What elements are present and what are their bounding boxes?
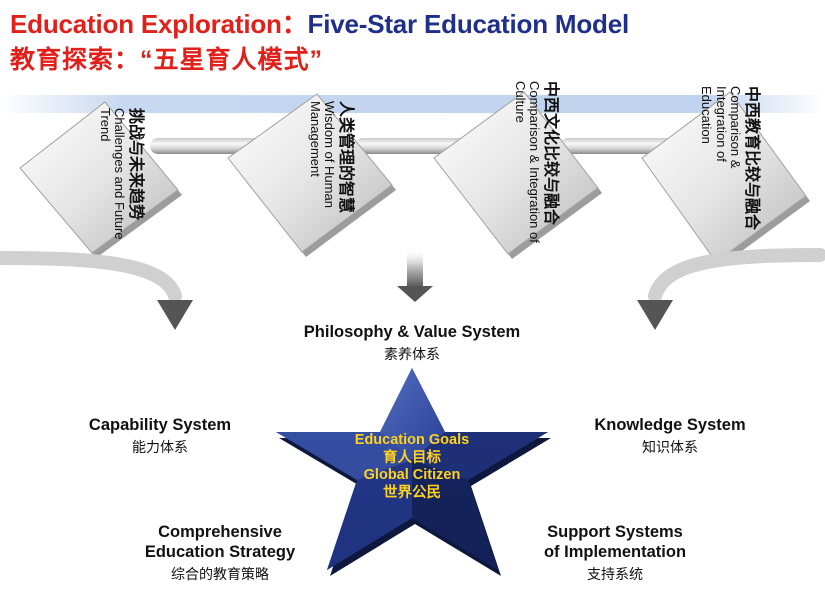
strategy-en-1: Comprehensive bbox=[158, 523, 282, 541]
strategy-label: Comprehensive Education Strategy 综合的教育策略 bbox=[100, 523, 340, 584]
arrow-shaft-center bbox=[407, 248, 423, 288]
strategy-en-2: Education Strategy bbox=[144, 542, 296, 561]
card-1-en: Challenges and Future Trend bbox=[97, 108, 128, 240]
card-1-text: 挑战与未来趋势 Challenges and Future Trend bbox=[84, 108, 144, 268]
card-4-en: Comparison & Integration of Education bbox=[699, 86, 744, 169]
strategy-cn: 综合的教育策略 bbox=[171, 565, 269, 582]
band bbox=[0, 95, 825, 113]
goal-cn: 育人目标 bbox=[383, 449, 441, 466]
card-3 bbox=[433, 91, 602, 259]
card-2-cn: 人类管理的智慧 bbox=[337, 101, 354, 214]
card-3-en: Comparison & Integration of Culture bbox=[512, 81, 543, 243]
card-1-cn: 挑战与未来趋势 bbox=[127, 108, 144, 221]
card-3-cn: 中西文化比较与融合 bbox=[542, 81, 559, 226]
knowledge-cn: 知识体系 bbox=[642, 438, 698, 455]
card-4-cn: 中西教育比较与融合 bbox=[743, 86, 760, 231]
card-4 bbox=[641, 91, 810, 267]
page-title-chinese: 教育探索：“五星育人模式” bbox=[10, 46, 324, 74]
citizen-en: Global Citizen bbox=[363, 467, 461, 484]
support-en-1: Support Systems bbox=[547, 523, 683, 541]
arrow-head-right bbox=[637, 300, 673, 330]
title-part-1: Education Exploration： bbox=[10, 9, 308, 39]
capability-label: Capability System 能力体系 bbox=[50, 416, 270, 457]
card-1 bbox=[19, 101, 182, 258]
card-2-text: 人类管理的智慧 Wisdom of Human Management bbox=[288, 101, 354, 261]
citizen-cn: 世界公民 bbox=[383, 485, 441, 502]
philosophy-en: Philosophy & Value System bbox=[303, 323, 521, 341]
title-part-2: Five-Star Education Model bbox=[307, 9, 630, 39]
card-2 bbox=[227, 93, 396, 257]
education-goals: Education Goals 育人目标 Global Citizen 世界公民 bbox=[312, 432, 512, 503]
page-title: Education Exploration：Five-Star Educatio… bbox=[10, 4, 629, 41]
knowledge-label: Knowledge System 知识体系 bbox=[560, 416, 780, 457]
support-label: Support Systems of Implementation 支持系统 bbox=[500, 523, 730, 584]
philosophy-cn: 素养体系 bbox=[384, 345, 440, 362]
card-4-text: 中西教育比较与融合 Comparison & Integration of Ed… bbox=[676, 86, 760, 282]
support-cn: 支持系统 bbox=[587, 565, 643, 582]
arrow-head-center bbox=[397, 286, 433, 302]
curved-arrow-left bbox=[0, 251, 182, 303]
card-2-en: Wisdom of Human Management bbox=[307, 101, 338, 208]
capability-cn: 能力体系 bbox=[132, 438, 188, 455]
goal-en: Education Goals bbox=[354, 432, 470, 448]
support-en-2: of Implementation bbox=[543, 542, 687, 561]
arrow-head-left bbox=[157, 300, 193, 330]
card-3-text: 中西文化比较与融合 Comparison & Integration of Cu… bbox=[493, 81, 559, 277]
philosophy-label: Philosophy & Value System 素养体系 bbox=[262, 323, 562, 364]
curved-arrow-right bbox=[648, 248, 825, 303]
knowledge-en: Knowledge System bbox=[594, 416, 746, 434]
capability-en: Capability System bbox=[88, 416, 232, 434]
five-star bbox=[276, 368, 551, 576]
